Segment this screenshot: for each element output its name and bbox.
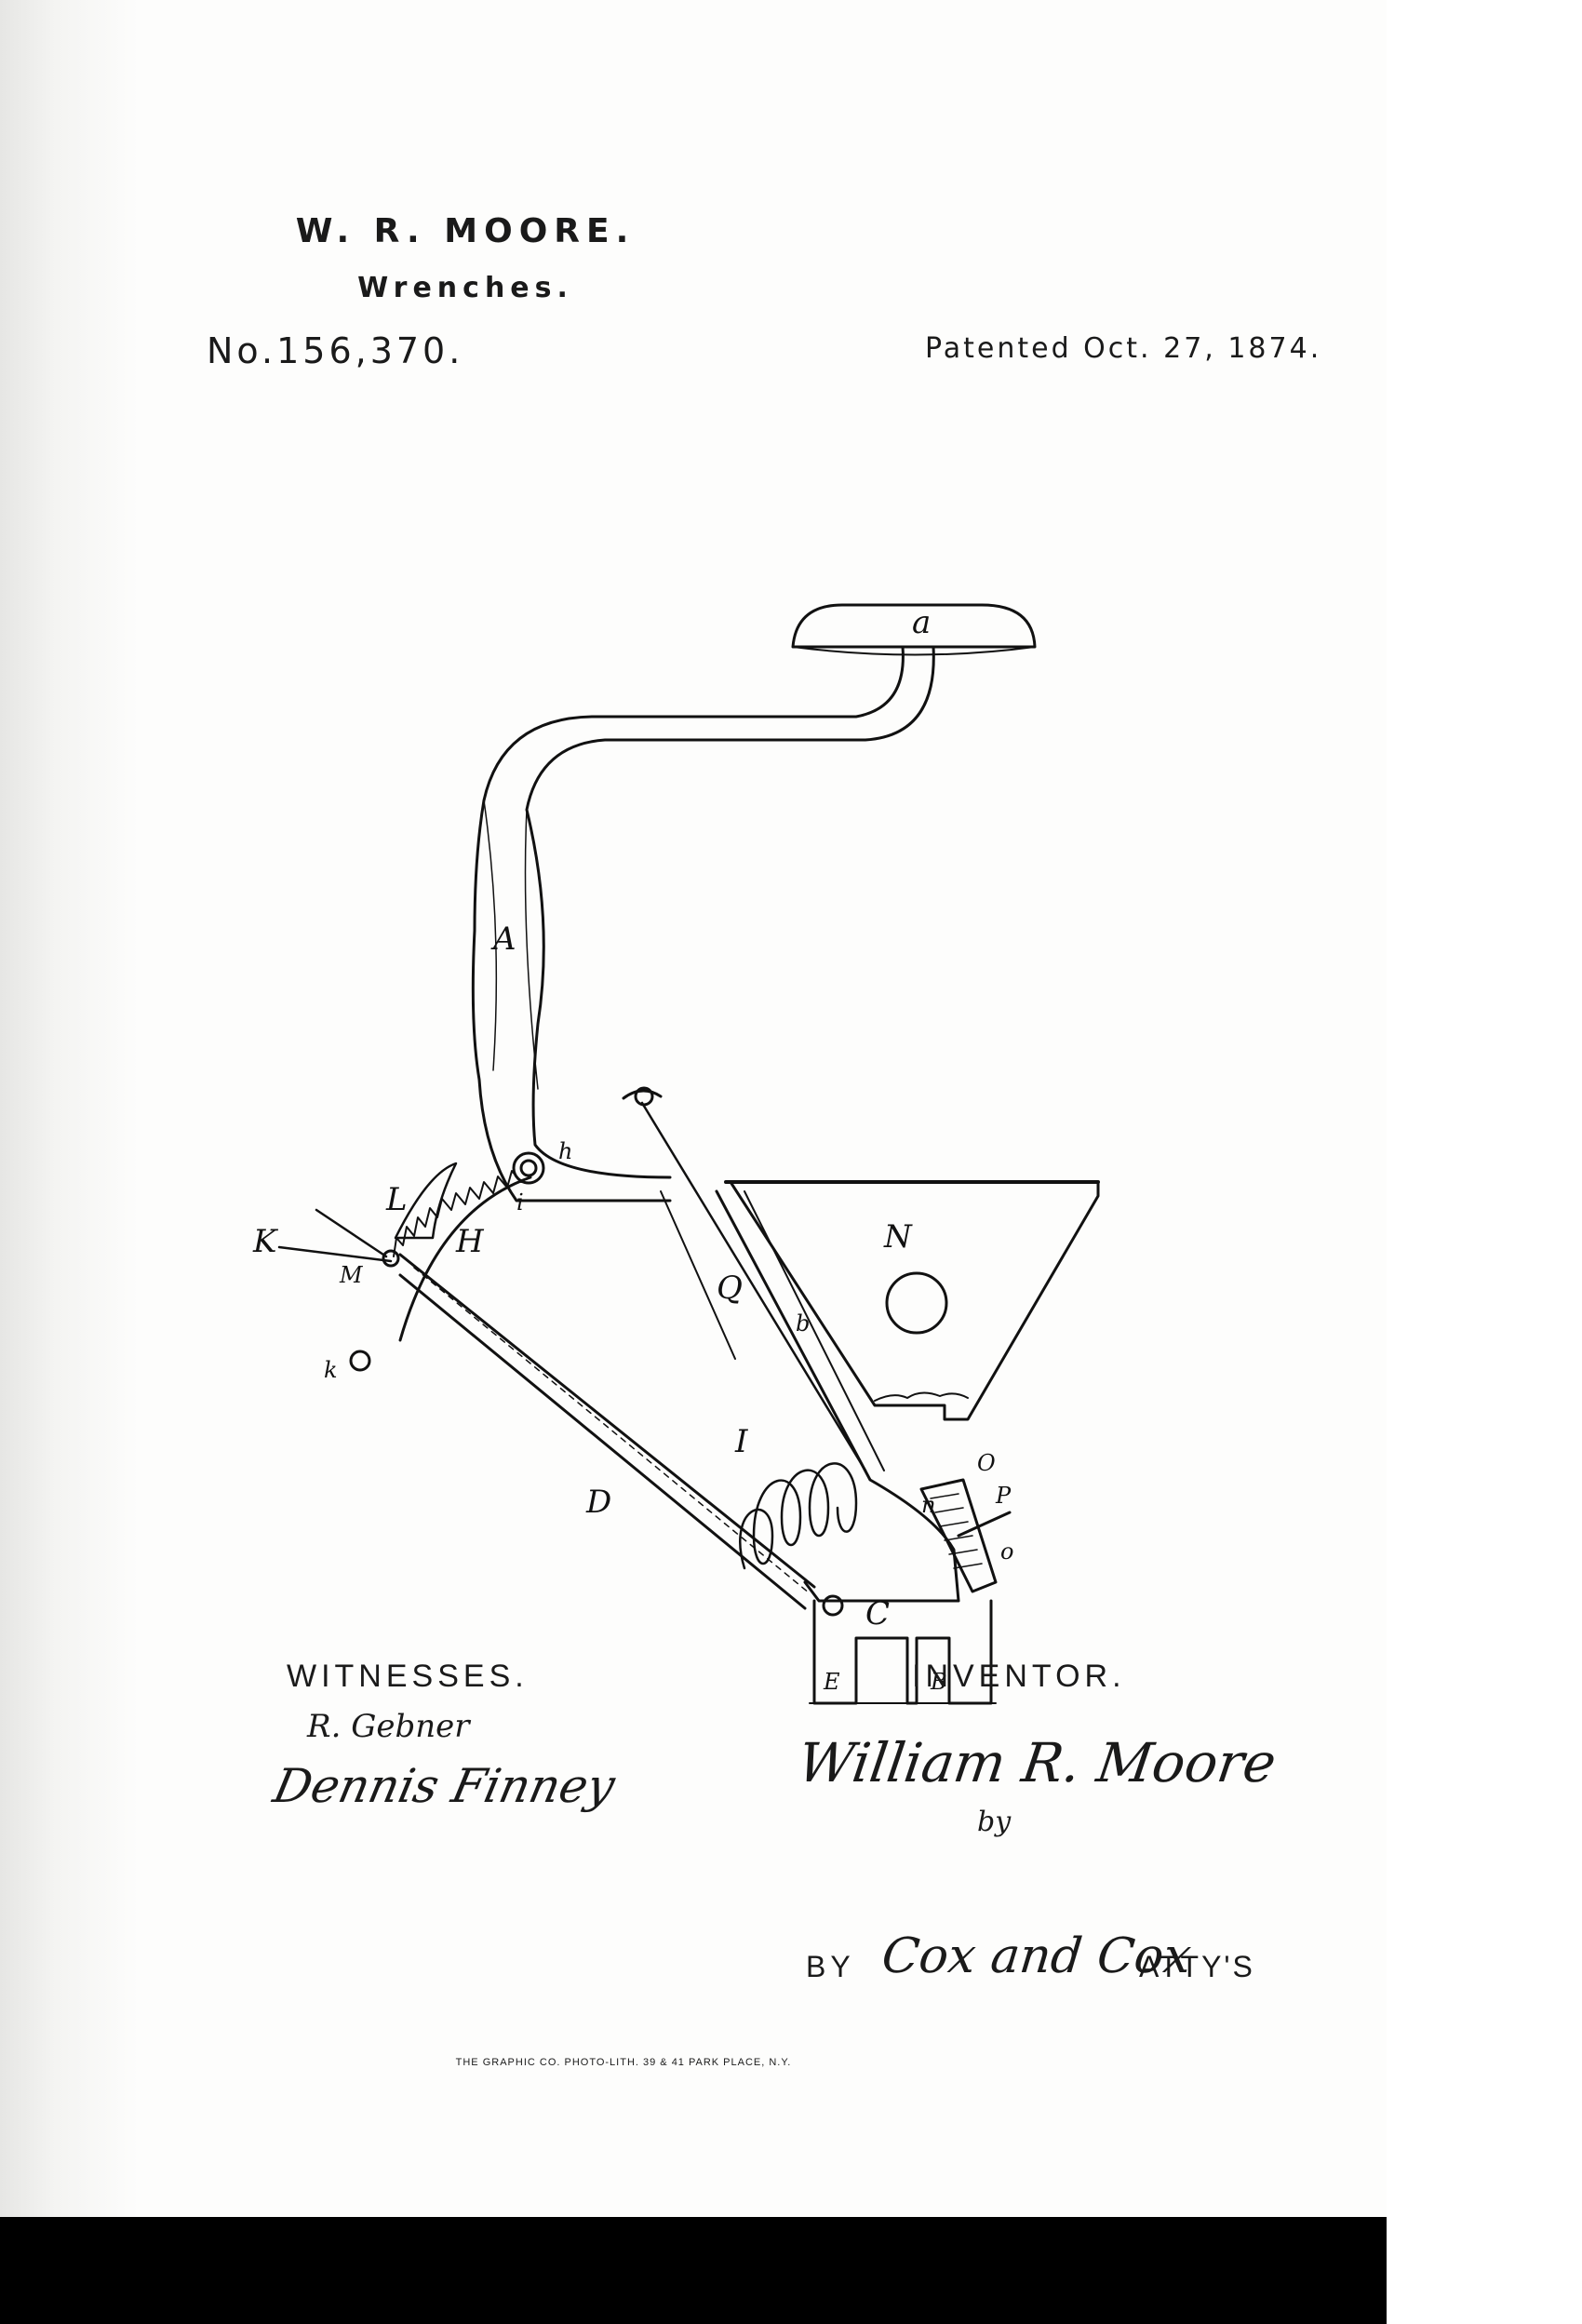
label-P: P: [995, 1483, 1012, 1509]
frame-C-inner: [744, 1190, 885, 1471]
hopper-material: [874, 1391, 969, 1402]
handle-outer: [471, 645, 905, 1202]
lever-D-lower: [398, 1273, 807, 1610]
patent-number: No.156,370.: [207, 330, 464, 371]
label-k: k: [324, 1357, 338, 1383]
pawl-L: [394, 1162, 458, 1240]
handle-inner: [525, 645, 935, 1179]
seat-top: [791, 603, 1037, 649]
rod-Q: [660, 1190, 736, 1360]
hopper-outer: [729, 1180, 1100, 1421]
valve-spring: [930, 1493, 983, 1569]
by-label: BY: [806, 1950, 855, 1983]
valve-tube: [919, 1478, 998, 1593]
inventor-signature: William R. Moore: [794, 1731, 1280, 1794]
patent-subtitle: Wrenches.: [357, 272, 573, 304]
label-B: B: [930, 1669, 947, 1695]
label-Q: Q: [717, 1269, 743, 1307]
pivot-outer: [512, 1151, 545, 1185]
patent-date: Patented Oct. 27, 1874.: [925, 332, 1322, 365]
label-M: M: [339, 1262, 364, 1288]
label-o: o: [1000, 1538, 1013, 1565]
label-n: n: [921, 1492, 935, 1518]
frame-pin: [822, 1594, 844, 1617]
by-handwritten: by: [977, 1806, 1012, 1838]
label-A: A: [490, 920, 516, 958]
rod-b: [640, 1101, 867, 1472]
seat-underside: [792, 646, 1036, 656]
lever-D-inner: [413, 1267, 811, 1594]
witness-signature-2: Dennis Finney: [268, 1759, 620, 1813]
hopper-window: [885, 1271, 948, 1335]
label-E: E: [823, 1669, 840, 1695]
label-D: D: [585, 1484, 611, 1521]
printer-credit: THE GRAPHIC CO. PHOTO-LITH. 39 & 41 PARK…: [455, 2057, 792, 2068]
label-i: i: [516, 1189, 524, 1216]
label-N: N: [883, 1218, 913, 1256]
label-O: O: [977, 1450, 996, 1476]
handle-body-right: [524, 809, 539, 1090]
label-I: I: [734, 1423, 748, 1460]
trigger-K: [277, 1208, 393, 1263]
pivot-k: [349, 1350, 371, 1372]
lever-D-upper: [398, 1253, 816, 1589]
handle-body-left: [483, 799, 498, 1071]
witness-signature-1: R. Gebner: [307, 1708, 470, 1745]
ratchet-teeth: [393, 1170, 522, 1257]
pivot-M: [382, 1249, 400, 1268]
label-H: H: [455, 1223, 485, 1260]
label-L: L: [385, 1181, 408, 1218]
paper-edge-shading: [0, 0, 140, 2324]
coil-spring-I: [739, 1462, 858, 1570]
label-b: b: [796, 1310, 810, 1337]
label-C: C: [865, 1595, 890, 1632]
label-K: K: [252, 1223, 279, 1260]
leg-E: [812, 1599, 909, 1705]
page-margin-right: [1387, 0, 1582, 2324]
attys-label: ATTY'S: [1139, 1950, 1255, 1983]
scan-bottom-bar: [0, 2217, 1387, 2324]
rod-b-handle: [622, 1089, 663, 1100]
witnesses-heading: WITNESSES.: [287, 1659, 529, 1694]
inventor-heading: INVENTOR.: [912, 1659, 1126, 1694]
patent-title: W. R. MOORE.: [295, 212, 636, 250]
label-a: a: [912, 604, 931, 641]
valve-handle-P: [957, 1511, 1012, 1538]
label-h: h: [558, 1138, 572, 1164]
pivot-inner: [519, 1159, 538, 1177]
rod-knob: [634, 1086, 654, 1107]
